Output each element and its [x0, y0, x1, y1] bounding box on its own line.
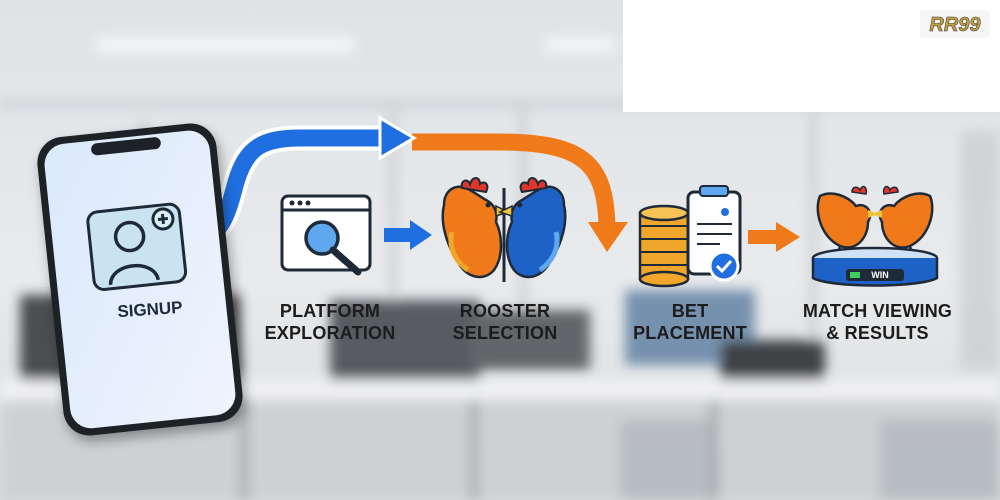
- fighting-roosters-icon: [811, 185, 939, 287]
- coin-stack-icon: [638, 204, 690, 288]
- step-label-bet-placement: BET PLACEMENT: [633, 301, 747, 343]
- search-window-icon: [280, 194, 372, 276]
- step-label-platform-exploration: PLATFORM EXPLORATION: [264, 301, 396, 343]
- user-add-icon: [86, 202, 188, 291]
- orange-flow-arrow: [412, 133, 616, 226]
- blue-arrow-head: [378, 115, 417, 161]
- brand-logo: RR99: [920, 10, 990, 38]
- rooster-blue-icon: [498, 177, 567, 279]
- small-orange-arrow: [748, 222, 800, 252]
- step-label-rooster-selection: ROOSTER SELECTION: [452, 301, 558, 343]
- step-label-match-viewing-results: MATCH VIEWING & RESULTS: [802, 301, 953, 343]
- orange-arrow-head: [588, 222, 628, 252]
- svg-text:RR99: RR99: [929, 14, 981, 36]
- rooster-orange-icon: [441, 177, 510, 279]
- small-blue-arrow: [384, 220, 432, 250]
- checkmark-icon: [708, 250, 740, 282]
- arena-win-badge: WIN: [871, 270, 889, 280]
